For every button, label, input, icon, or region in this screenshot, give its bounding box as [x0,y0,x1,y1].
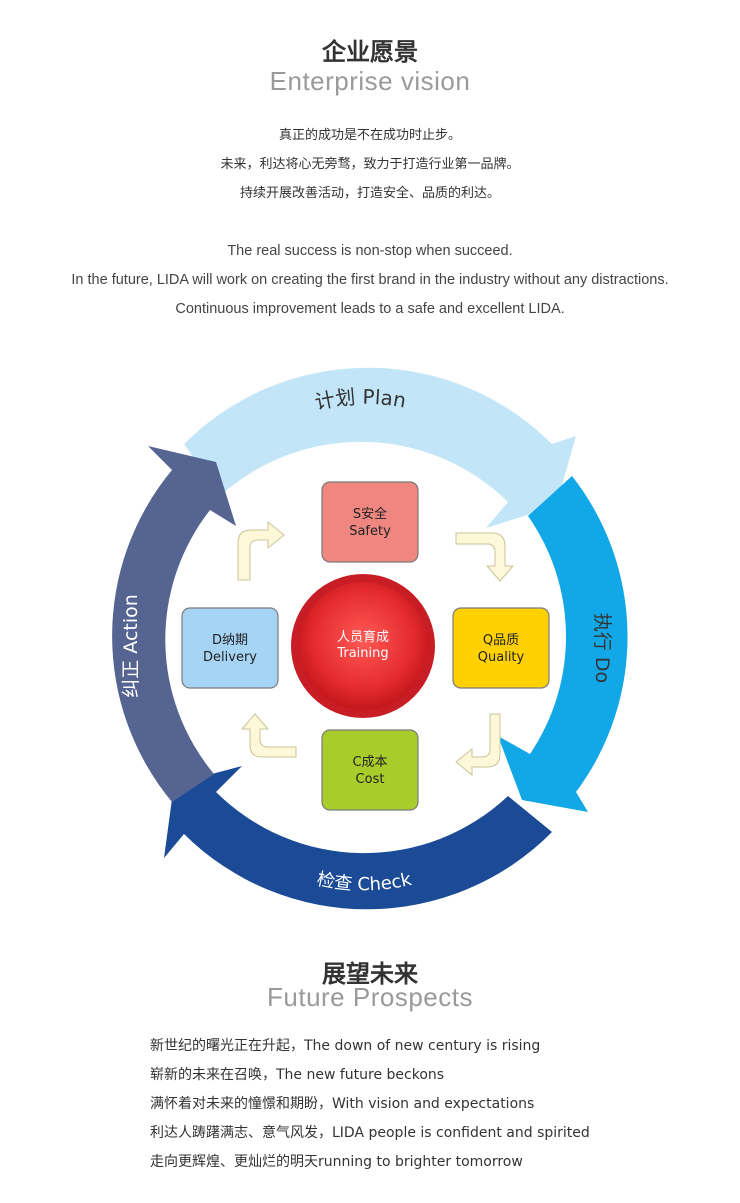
vision-text-cn: 真正的成功是不在成功时止步。 未来，利达将心无旁骛，致力于打造行业第一品牌。 持… [0,121,740,208]
do-arrow [498,476,628,812]
prospects-line: 利达人踌躇满志、意气风发，LIDA people is confident an… [150,1125,590,1141]
plan-arrow [184,367,576,528]
prospects-title-en: Future Prospects [267,982,473,1012]
delivery-label-cn: D纳期 [212,633,248,648]
prospects-line: 新世纪的曙光正在升起，The down of new century is ri… [150,1038,541,1054]
cost-label-en: Cost [356,772,385,787]
vision-cn-line: 真正的成功是不在成功时止步。 [278,128,461,143]
vision-en-line: The real success is non-stop when succee… [227,243,513,259]
vision-title-en: Enterprise vision [269,66,471,96]
quality-label-en: Quality [478,650,525,665]
safety-label-en: Safety [349,524,391,539]
safety-label-cn: S安全 [353,506,387,522]
vision-cn-line: 未来，利达将心无旁骛，致力于打造行业第一品牌。 [220,157,520,172]
pdca-diagram: 计划 Plan 检查 Check 执行 Do 纠正 Action S安全 Saf… [112,367,628,910]
cost-box [321,729,419,811]
safety-box [321,481,419,563]
arrow-safety-to-quality [455,532,515,582]
training-circle-inner [299,582,427,710]
vision-en-line: Continuous improvement leads to a safe a… [175,301,565,317]
check-arrow [164,766,552,910]
quality-box [452,607,550,689]
prospects-text: 新世纪的曙光正在升起，The down of new century is ri… [150,1032,710,1177]
vision-text-en: The real success is non-stop when succee… [0,237,740,324]
arrow-delivery-to-safety [237,520,285,581]
do-label: 执行 Do [591,613,613,683]
training-label-cn: 人员育成 [337,629,389,645]
arrow-quality-to-cost [455,713,501,777]
vision-title-cn: 企业愿景 [322,38,418,66]
vision-en-line: In the future, LIDA will work on creatin… [71,272,669,288]
arrow-cost-to-delivery [240,713,297,758]
quality-label-cn: Q品质 [483,633,519,648]
training-label-en: Training [336,646,388,661]
prospects-title-cn: 展望未来 [322,960,418,988]
prospects-line: 崭新的未来在召唤，The new future beckons [150,1067,445,1083]
prospects-line: 走向更辉煌、更灿烂的明天running to brighter tomorrow [150,1154,523,1170]
vision-cn-line: 持续开展改善活动，打造安全、品质的利达。 [239,186,500,201]
action-arrow [112,446,236,802]
prospects-line: 满怀着对未来的憧憬和期盼，With vision and expectation… [150,1096,535,1112]
cost-label-cn: C成本 [352,755,387,770]
action-label: 纠正 Action [120,594,142,698]
delivery-label-en: Delivery [203,650,257,665]
delivery-box [181,607,279,689]
